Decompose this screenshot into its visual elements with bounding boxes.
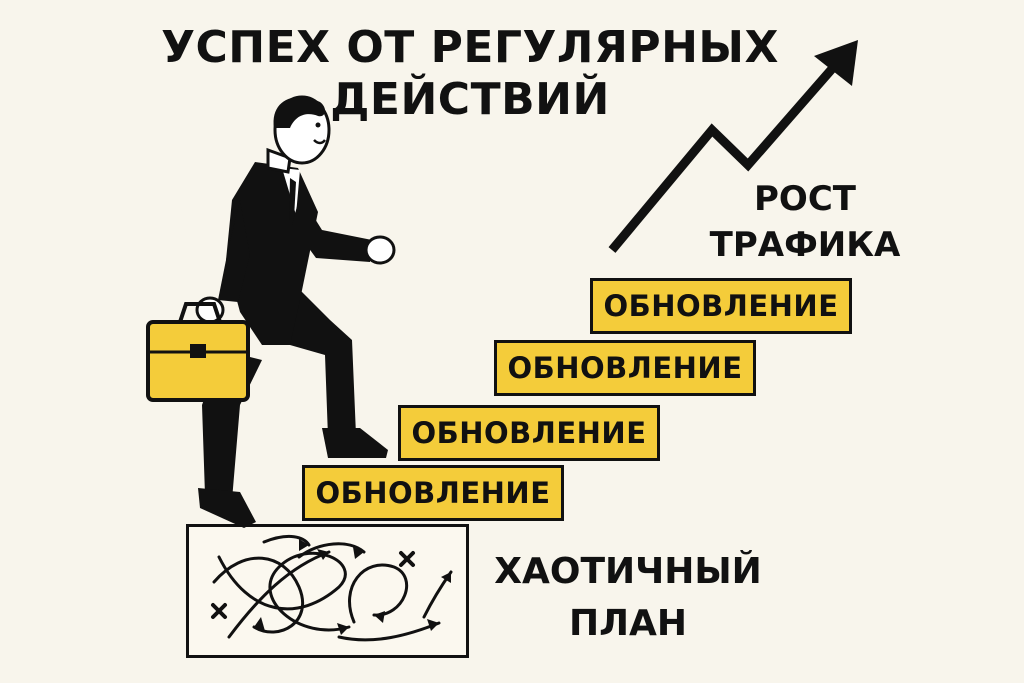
main-title: УСПЕХ ОТ РЕГУЛЯРНЫХ ДЕЙСТВИЙ xyxy=(150,22,790,126)
growth-label-line-2: ТРАФИКА xyxy=(709,225,901,265)
growth-label: РОСТ ТРАФИКА xyxy=(690,176,920,268)
chaos-label-line-2: ПЛАН xyxy=(568,603,688,644)
tangled-arrows-icon xyxy=(211,534,453,642)
stair-step-1: ОБНОВЛЕНИЕ xyxy=(302,465,564,521)
title-line-1: УСПЕХ ОТ РЕГУЛЯРНЫХ xyxy=(161,22,779,73)
chaos-plan-box xyxy=(186,524,469,658)
stair-step-2: ОБНОВЛЕНИЕ xyxy=(398,405,660,461)
stair-step-3: ОБНОВЛЕНИЕ xyxy=(494,340,756,396)
chaos-label-line-1: ХАОТИЧНЫЙ xyxy=(494,551,762,592)
stair-step-4: ОБНОВЛЕНИЕ xyxy=(590,278,852,334)
growth-label-line-1: РОСТ xyxy=(754,179,856,219)
title-line-2: ДЕЙСТВИЙ xyxy=(330,74,610,125)
chaos-label: ХАОТИЧНЫЙ ПЛАН xyxy=(478,546,778,650)
